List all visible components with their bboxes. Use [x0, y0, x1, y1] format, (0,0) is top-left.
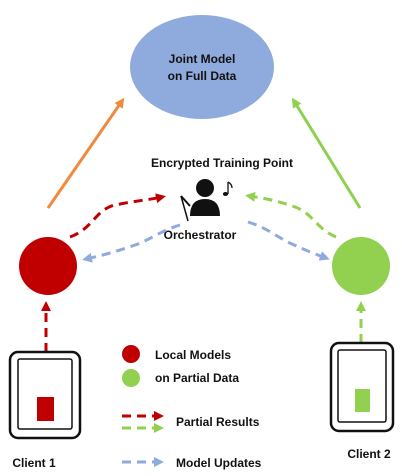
legend-partial-data-label: on Partial Data	[155, 371, 239, 385]
client1-label: Client 1	[12, 456, 56, 470]
client2-label: Client 2	[347, 447, 391, 461]
legend-model-updates-label: Model Updates	[176, 456, 262, 470]
client1-local-model-node	[19, 237, 77, 295]
joint-model-subtitle: on Full Data	[168, 69, 237, 83]
client2-local-model-node	[332, 237, 390, 295]
client2-partial-results-arrow	[245, 191, 337, 239]
client2-tablet-icon	[329, 341, 395, 433]
client1-to-joint-arrow	[46, 97, 125, 209]
orchestrator-icon	[180, 179, 233, 222]
legend-local-model-green-dot	[122, 369, 140, 387]
legend: Local Models on Partial Data Partial Res…	[122, 345, 262, 470]
legend-partial-results-label: Partial Results	[176, 415, 260, 429]
client2-model-updates-arrow	[247, 220, 330, 261]
client1-partial-results-arrow	[69, 193, 166, 239]
joint-model-node	[130, 15, 274, 119]
client2-to-joint-arrow	[291, 97, 362, 209]
legend-local-models-label: Local Models	[155, 348, 231, 362]
legend-local-model-red-dot	[122, 345, 140, 363]
joint-model-title: Joint Model	[169, 52, 236, 66]
client1-tablet-icon	[8, 350, 82, 440]
encrypted-training-label: Encrypted Training Point	[151, 156, 293, 170]
client1-model-updates-arrow	[82, 223, 181, 263]
orchestrator-label: Orchestrator	[164, 228, 237, 242]
